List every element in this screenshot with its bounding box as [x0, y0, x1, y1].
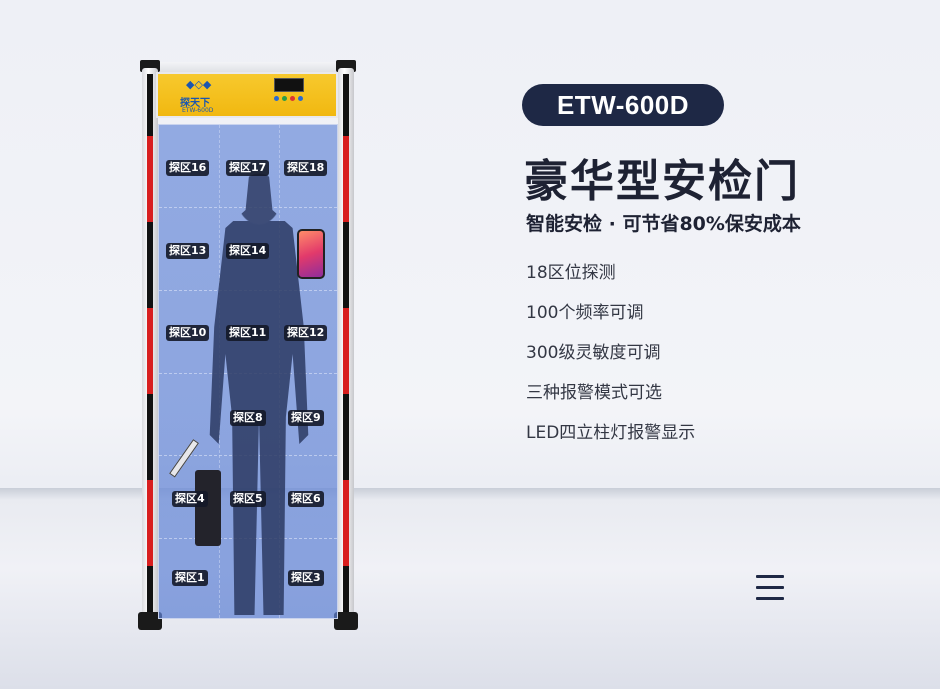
feature-list: 18区位探测 100个频率可调 300级灵敏度可调 三种报警模式可选 LED四立… — [526, 262, 695, 462]
feature-item: 100个频率可调 — [526, 303, 644, 323]
gate-control-box: ◆◇◆ 探天下 ETW-600D — [156, 72, 338, 118]
zone-label-14: 探区14 — [226, 243, 270, 259]
zone-label-12: 探区12 — [284, 325, 328, 341]
feature-item: 300级灵敏度可调 — [526, 343, 661, 363]
detection-panel — [158, 124, 338, 619]
brand-logo-icon: ◆◇◆ — [186, 78, 212, 91]
feature-item: LED四立柱灯报警显示 — [526, 423, 696, 443]
security-gate-illustration: ◆◇◆ 探天下 ETW-600D 探区16 探区17 探区18 探区13 探区1… — [138, 60, 358, 632]
zone-label-11: 探区11 — [226, 325, 270, 341]
model-badge: ETW-600D — [522, 84, 724, 126]
zone-label-6: 探区6 — [288, 491, 324, 507]
hamburger-menu-icon[interactable] — [756, 575, 784, 605]
zone-label-3: 探区3 — [288, 570, 324, 586]
gate-display-screen — [274, 78, 304, 92]
product-title: 豪华型安检门 — [524, 156, 800, 207]
zone-label-18: 探区18 — [284, 160, 328, 176]
product-subtitle: 智能安检 · 可节省80%保安成本 — [526, 213, 801, 235]
gate-pillar-left — [142, 68, 158, 624]
brand-model: ETW-600D — [182, 107, 214, 114]
gate-top-bar — [156, 62, 338, 74]
mobile-phone-icon — [297, 229, 325, 279]
zone-label-5: 探区5 — [230, 491, 266, 507]
feature-item: 18区位探测 — [526, 263, 616, 283]
zone-label-17: 探区17 — [226, 160, 270, 176]
briefcase-icon — [195, 470, 221, 546]
gate-indicator-lights — [274, 96, 303, 101]
gate-foot-left — [138, 612, 162, 630]
zone-label-1: 探区1 — [172, 570, 208, 586]
zone-label-16: 探区16 — [166, 160, 210, 176]
gate-pillar-right — [338, 68, 354, 624]
zone-label-4: 探区4 — [172, 491, 208, 507]
feature-item: 三种报警模式可选 — [526, 383, 662, 403]
zone-label-8: 探区8 — [230, 410, 266, 426]
zone-label-9: 探区9 — [288, 410, 324, 426]
brand-name: 探天下 — [180, 98, 210, 109]
zone-label-10: 探区10 — [166, 325, 210, 341]
gate-foot-right — [334, 612, 358, 630]
zone-label-13: 探区13 — [166, 243, 210, 259]
